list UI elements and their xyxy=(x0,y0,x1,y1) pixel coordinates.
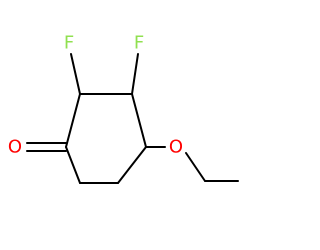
bond-ether-oxygen-ch2 xyxy=(185,152,206,182)
bond-c3-c4 xyxy=(131,93,147,148)
bond-c3-f2 xyxy=(131,53,139,95)
fluorine-label: F xyxy=(64,33,74,54)
molecule-diagram: O F F O xyxy=(7,32,239,184)
ether-oxygen-label: O xyxy=(169,137,183,158)
molecule-structure: O F F O xyxy=(8,33,239,184)
carbonyl-oxygen-label: O xyxy=(8,137,22,158)
bond-c1-c2 xyxy=(65,93,81,148)
bond-c2-f1 xyxy=(70,53,81,95)
bond-c4-c5 xyxy=(117,146,147,184)
bond-c6-c1 xyxy=(65,146,81,184)
fluorine-label: F xyxy=(134,33,144,54)
